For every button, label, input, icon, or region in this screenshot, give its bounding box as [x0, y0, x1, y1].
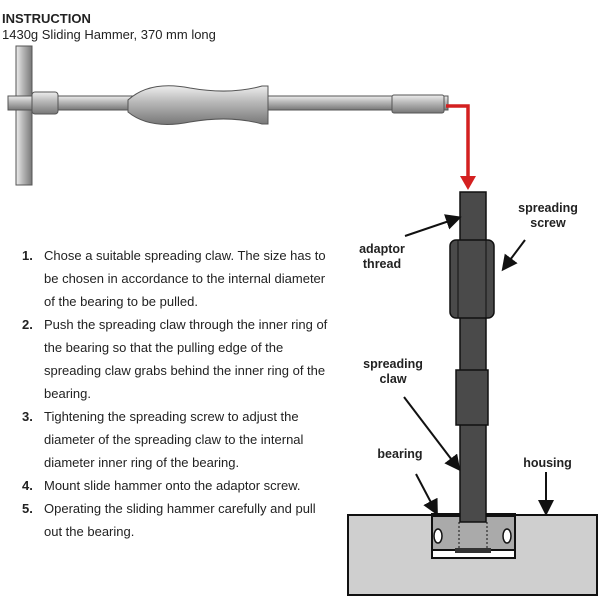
puller-cross-section [347, 191, 598, 596]
step-number: 4. [22, 478, 33, 493]
step-text: Tightening the spreading screw to adjust… [44, 409, 304, 470]
step-item: 4. Mount slide hammer onto the adaptor sc… [22, 474, 332, 497]
handle-collar [31, 91, 59, 115]
step-number: 5. [22, 501, 33, 516]
label-spreading-screw: spreading screw [518, 201, 578, 230]
arrow-bearing [415, 473, 438, 516]
red-arrow-head [460, 176, 476, 190]
subtitle: 1430g Sliding Hammer, 370 mm long [2, 27, 216, 42]
sliding-hammer-illustration [7, 45, 449, 186]
label-housing: housing [523, 456, 572, 470]
arrow-spreading-claw [403, 396, 461, 472]
step-text: Operating the sliding hammer carefully a… [44, 501, 316, 539]
bearing-ball [433, 528, 443, 544]
arrow-spreading-screw [501, 239, 526, 272]
slide-weight [127, 85, 269, 125]
title: INSTRUCTION [2, 11, 91, 26]
adaptor-socket [391, 94, 445, 114]
arrow-adaptor-thread [404, 214, 462, 237]
red-arrow [446, 104, 470, 178]
step-number: 1. [22, 248, 33, 263]
step-number: 3. [22, 409, 33, 424]
label-bearing: bearing [377, 447, 423, 461]
spreading-claw [455, 369, 489, 426]
step-text: Push the spreading claw through the inne… [44, 317, 328, 401]
step-text: Chose a suitable spreading claw. The siz… [44, 248, 326, 309]
step-item: 2. Push the spreading claw through the in… [22, 313, 332, 405]
step-text: Mount slide hammer onto the adaptor scre… [44, 478, 301, 493]
step-item: 3. Tightening the spreading screw to adju… [22, 405, 332, 474]
label-spreading-claw: spreading claw [363, 357, 423, 386]
step-number: 2. [22, 317, 33, 332]
bearing-ball [502, 528, 512, 544]
step-item: 1. Chose a suitable spreading claw. The s… [22, 244, 332, 313]
instruction-steps: 1. Chose a suitable spreading claw. The s… [22, 244, 332, 543]
step-item: 5. Operating the sliding hammer carefully… [22, 497, 332, 543]
claw-edge [455, 548, 491, 553]
spreading-screw-nut [449, 239, 495, 319]
t-handle [15, 45, 33, 186]
label-adaptor-thread: adaptor thread [359, 242, 405, 271]
